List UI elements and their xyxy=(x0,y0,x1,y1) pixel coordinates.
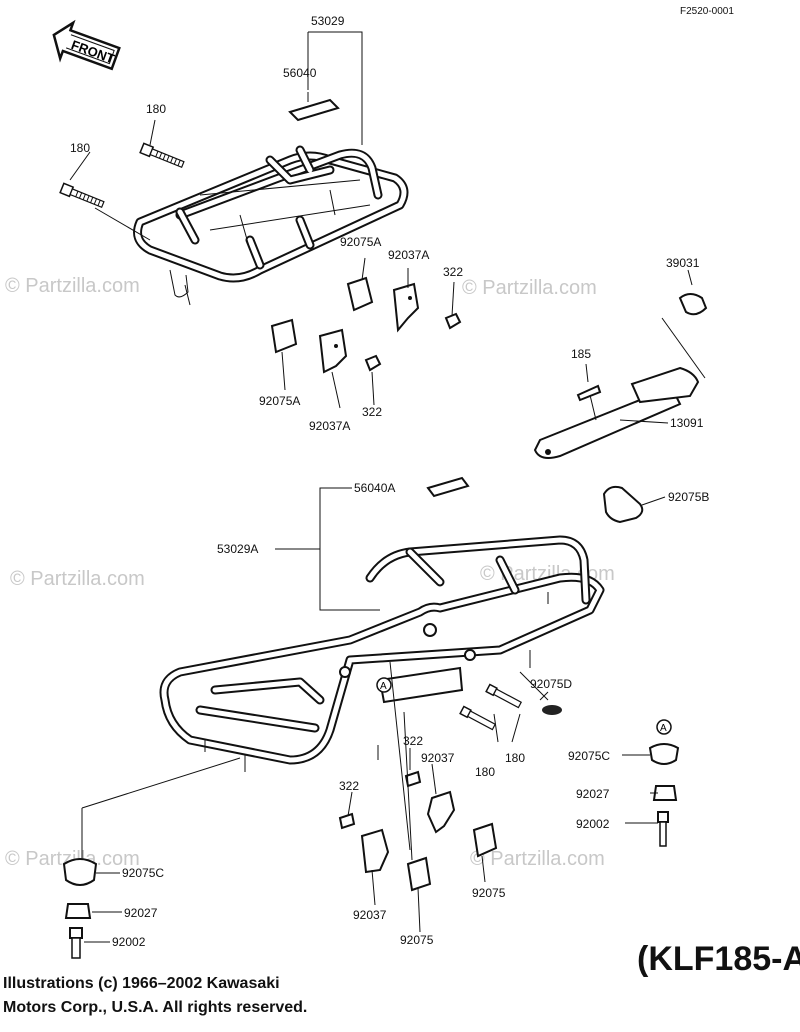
callout-labels: 53029 56040 180 180 92075A 92037A 322 92… xyxy=(70,14,709,949)
callout-92075-b: 92075 xyxy=(400,933,434,947)
reference-code: F2520-0001 xyxy=(680,6,734,17)
callout-322-rear-a: 322 xyxy=(403,734,423,748)
marker-a-label-2: A xyxy=(660,723,667,734)
watermark-3: © Partzilla.com xyxy=(10,568,145,590)
pad-b xyxy=(602,485,644,524)
watermark-2: © Partzilla.com xyxy=(462,277,597,299)
front-bolts xyxy=(59,142,185,209)
watermark-6: © Partzilla.com xyxy=(470,848,605,870)
front-arrow-icon: FRONT xyxy=(52,19,121,71)
callout-92027-right: 92027 xyxy=(576,787,610,801)
left-mount-stack xyxy=(62,858,98,959)
callout-322-rear-b: 322 xyxy=(339,779,359,793)
callout-92075a-lower: 92075A xyxy=(259,394,300,408)
callout-322-lower: 322 xyxy=(362,405,382,419)
callout-39031: 39031 xyxy=(666,256,700,270)
rear-decal xyxy=(426,476,470,498)
leader-lines xyxy=(69,31,706,943)
marker-a-2: A xyxy=(656,719,672,735)
rear-bolts xyxy=(459,683,523,731)
upper-mount-parts xyxy=(270,276,462,374)
callout-92075-a: 92075 xyxy=(472,886,506,900)
callout-92037a-upper: 92037A xyxy=(388,248,429,262)
front-rack xyxy=(133,145,409,306)
marker-a-label-1: A xyxy=(380,681,387,692)
callout-92027-left: 92027 xyxy=(124,906,158,920)
copyright-line-2: Motors Corp., U.S.A. All rights reserved… xyxy=(3,999,308,1016)
callout-92075b: 92075B xyxy=(668,490,709,504)
callout-92002-right: 92002 xyxy=(576,817,610,831)
grommet-d xyxy=(542,705,562,715)
copyright-notice: Illustrations (c) 1966–2002 Kawasaki Mot… xyxy=(3,972,307,1020)
callout-92037a-lower: 92037A xyxy=(309,419,350,433)
watermarks: © Partzilla.com © Partzilla.com © Partzi… xyxy=(5,275,615,870)
callout-92002-left: 92002 xyxy=(112,935,146,949)
callout-92075c-right: 92075C xyxy=(568,749,610,763)
callout-180-b: 180 xyxy=(70,141,90,155)
watermark-1: © Partzilla.com xyxy=(5,275,140,297)
callout-185: 185 xyxy=(571,347,591,361)
rear-rack xyxy=(159,535,605,772)
callout-56040a: 56040A xyxy=(354,481,395,495)
callout-92075c-left: 92075C xyxy=(122,866,164,880)
arm-assembly xyxy=(533,293,708,459)
marker-a-1: A xyxy=(376,677,392,693)
front-decal xyxy=(288,98,340,122)
callout-13091: 13091 xyxy=(670,416,704,430)
callout-92075d: 92075D xyxy=(530,677,572,691)
callout-180-a: 180 xyxy=(146,102,166,116)
rear-mount-parts xyxy=(338,770,498,892)
callout-322-upper: 322 xyxy=(443,265,463,279)
callout-180-c: 180 xyxy=(505,751,525,765)
callout-53029: 53029 xyxy=(311,14,345,28)
callout-92037-a: 92037 xyxy=(421,751,455,765)
watermark-5: © Partzilla.com xyxy=(5,848,140,870)
callout-56040: 56040 xyxy=(283,66,317,80)
callout-92037-b: 92037 xyxy=(353,908,387,922)
callout-180-d: 180 xyxy=(475,765,495,779)
callout-92075a-upper: 92075A xyxy=(340,235,381,249)
model-label: (KLF185-A xyxy=(637,940,800,978)
callout-53029a: 53029A xyxy=(217,542,258,556)
right-mount-stack xyxy=(648,743,680,847)
copyright-line-1: Illustrations (c) 1966–2002 Kawasaki xyxy=(3,975,280,992)
